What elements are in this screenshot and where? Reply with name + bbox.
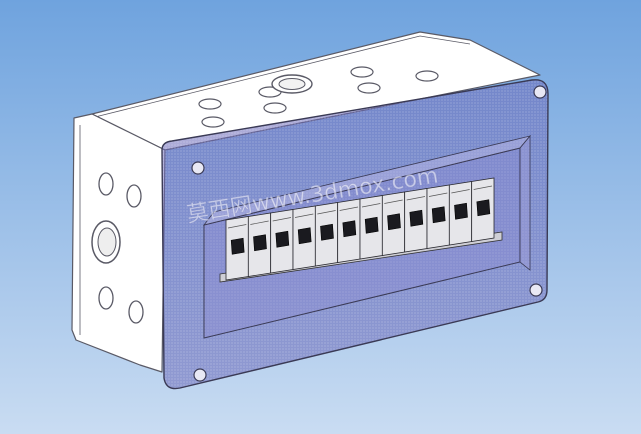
breaker-label-slot [428, 192, 448, 197]
breaker-toggle-icon [431, 206, 446, 224]
breaker-toggle-icon [297, 227, 312, 245]
breaker-label-slot [451, 189, 470, 194]
breaker-toggle-icon [230, 237, 245, 255]
breaker-label-slot [473, 185, 493, 190]
cover-screw-icon [191, 161, 205, 175]
top-knockout-icon [350, 66, 374, 78]
top-knockout-icon [201, 116, 225, 128]
top-knockout-icon [263, 102, 287, 114]
breaker-label-slot [406, 196, 426, 201]
cover-screw-icon [193, 368, 207, 382]
side-knockout-icon [98, 286, 114, 310]
top-knockout-icon [415, 70, 439, 82]
breaker-label-slot [294, 213, 314, 218]
top-knockout-icon [198, 98, 222, 110]
side-knockout-icon [126, 184, 142, 208]
breaker-toggle-icon [364, 216, 379, 234]
breaker-label-slot [361, 203, 381, 208]
breaker-toggle-icon [342, 220, 357, 238]
cable-gland-inner [97, 227, 117, 257]
top-knockout-icon [357, 82, 381, 94]
breaker-label-slot [272, 217, 292, 222]
breaker-label-slot [339, 206, 359, 211]
cover-screw-icon [533, 85, 547, 99]
side-knockout-icon [98, 172, 114, 196]
breaker-label-slot [384, 199, 403, 204]
breaker-toggle-icon [275, 230, 290, 248]
cable-gland-inner [278, 78, 306, 90]
window-recess-right [519, 134, 531, 271]
breaker-label-slot [317, 210, 336, 215]
breaker-toggle-icon [409, 209, 424, 227]
breaker-toggle-icon [476, 199, 491, 217]
cover-screw-icon [529, 283, 543, 297]
breaker-toggle-icon [320, 223, 334, 241]
breaker-row [219, 177, 503, 283]
breaker-toggle-icon [253, 234, 267, 252]
breaker-label-slot [250, 220, 269, 225]
breaker-toggle-icon [387, 213, 401, 231]
enclosure-top-edge [94, 35, 471, 118]
breaker-label-slot [227, 224, 247, 229]
breaker-toggle-icon [454, 202, 468, 220]
side-knockout-icon [128, 300, 144, 324]
